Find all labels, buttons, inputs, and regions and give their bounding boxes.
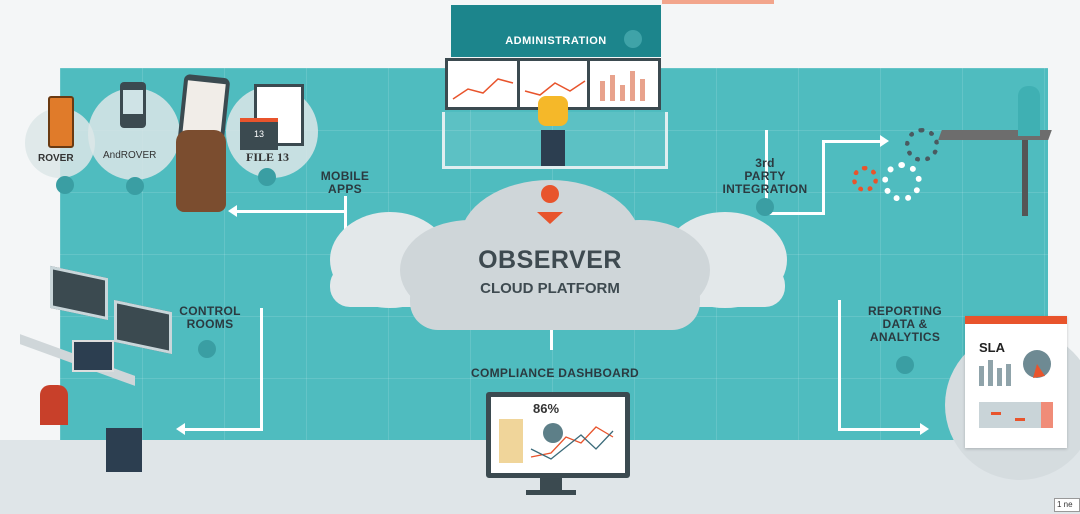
compliance-connector — [550, 330, 553, 350]
admin-chair — [541, 130, 565, 166]
control-dot — [198, 340, 216, 358]
label-line: INTEGRATION — [722, 182, 808, 196]
sla-report: SLA — [965, 316, 1067, 448]
file13-label: FILE 13 — [246, 150, 290, 164]
label-line: ANALYTICS — [869, 330, 941, 344]
platform-subtitle: CLOUD PLATFORM — [480, 280, 620, 297]
thirdparty-connector-2 — [822, 140, 825, 215]
tooltip: 1 ne — [1054, 498, 1080, 512]
thirdparty-dot — [756, 198, 774, 216]
arrow-right-icon — [920, 423, 929, 435]
label-line: PARTY — [744, 169, 786, 183]
label-line: DATA & — [882, 317, 928, 331]
dashboard-percent: 86% — [533, 401, 560, 416]
reporting-connector-vertical — [838, 300, 841, 430]
down-arrow-icon — [537, 212, 563, 224]
arrow-right-icon — [880, 135, 889, 147]
admin-monitor-1 — [445, 58, 521, 110]
folder-icon: 13 — [240, 118, 278, 150]
computer-tower-icon — [106, 428, 142, 472]
label-line: MOBILE — [320, 169, 370, 183]
control-monitor — [72, 340, 114, 372]
desk-leg — [1022, 140, 1028, 216]
arrow-left-icon — [228, 205, 237, 217]
arrow-left-icon — [176, 423, 185, 435]
hand-icon — [176, 130, 226, 212]
mobile-connector-vertical — [344, 196, 347, 236]
administration-banner: ADMINISTRATION — [451, 5, 661, 57]
reporting-dot — [896, 356, 914, 374]
dashboard-chart — [499, 419, 614, 463]
androver-dot — [126, 177, 144, 195]
compliance-label: COMPLIANCE DASHBOARD — [471, 366, 639, 380]
control-connector — [185, 428, 263, 431]
file13-dot — [258, 168, 276, 186]
rover-dot — [56, 176, 74, 194]
gear-icon — [882, 162, 922, 202]
reporting-connector — [838, 428, 922, 431]
thirdparty-connector-3 — [822, 140, 882, 143]
operator-person-icon — [40, 385, 68, 425]
monitor-base — [526, 490, 576, 495]
thirdparty-connector-vertical — [765, 130, 768, 214]
mobile-connector — [236, 210, 346, 213]
admin-monitor-3 — [587, 58, 661, 110]
administration-dot — [624, 30, 642, 48]
sla-charts — [979, 350, 1053, 428]
monitor-stand — [540, 478, 562, 490]
control-connector-vertical — [260, 308, 263, 430]
sla-title: SLA — [979, 340, 1005, 355]
rover-label: ROVER — [38, 153, 74, 164]
gear-icon — [852, 166, 878, 192]
person-icon — [1018, 86, 1040, 136]
label-line: 3rd — [755, 156, 775, 170]
androver-label: AndROVER — [103, 150, 157, 161]
platform-title: OBSERVER — [478, 246, 622, 274]
label-line: APPS — [328, 182, 362, 196]
top-accent-bar — [662, 0, 774, 4]
gear-icon — [905, 128, 939, 162]
admin-person-icon — [538, 96, 568, 126]
androver-phone-icon — [120, 82, 146, 128]
thirdparty-connector — [765, 212, 825, 215]
label-line: CONTROL — [179, 304, 241, 318]
location-pin-icon — [541, 185, 559, 203]
compliance-monitor: 86% — [486, 392, 630, 478]
label-line: ROOMS — [186, 317, 234, 331]
rover-phone-icon — [48, 96, 74, 148]
label-line: REPORTING — [867, 304, 943, 318]
cloud-shape — [330, 180, 787, 330]
